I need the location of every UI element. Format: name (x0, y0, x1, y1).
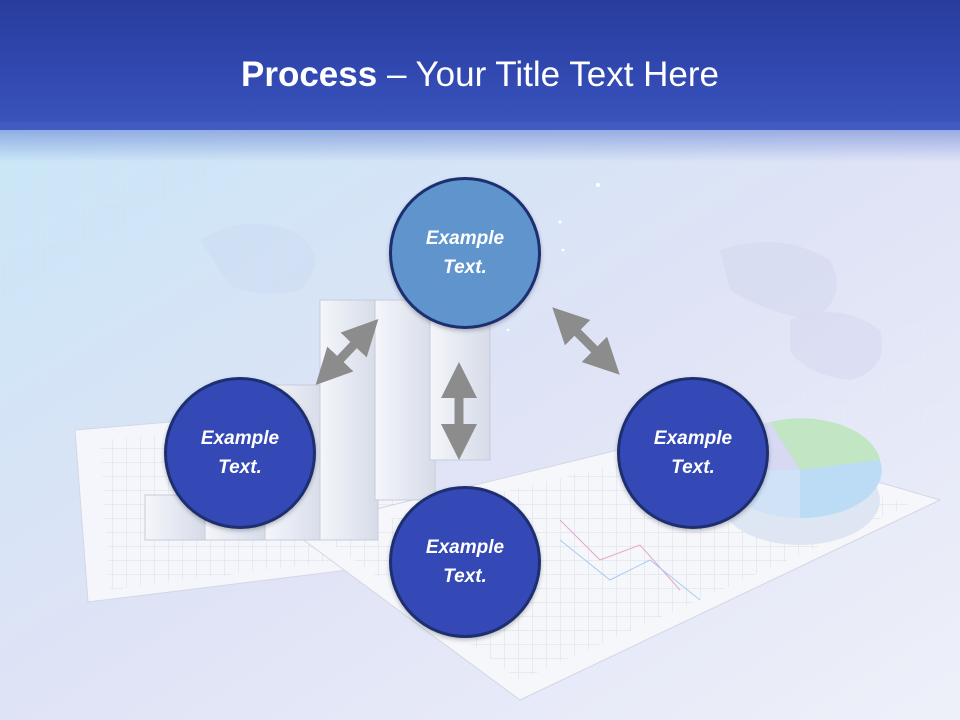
node-top-label: Example Text. (425, 228, 505, 278)
slide-title: Process – Your Title Text Here (0, 50, 960, 100)
arrow-top-right (552, 307, 620, 375)
node-bottom-label: Example Text. (425, 537, 505, 587)
title-bold: Process (241, 55, 378, 94)
header-fade (0, 122, 960, 162)
node-left-label: Example Text. (200, 428, 280, 478)
node-right-label: Example Text. (653, 428, 733, 478)
node-top[interactable]: Example Text. (389, 177, 541, 329)
arrow-top-left (315, 318, 379, 386)
header-bar (0, 0, 960, 130)
title-rest: – Your Title Text Here (377, 55, 719, 94)
node-left[interactable]: Example Text. (164, 377, 316, 529)
node-bottom[interactable]: Example Text. (389, 486, 541, 638)
node-right[interactable]: Example Text. (617, 377, 769, 529)
